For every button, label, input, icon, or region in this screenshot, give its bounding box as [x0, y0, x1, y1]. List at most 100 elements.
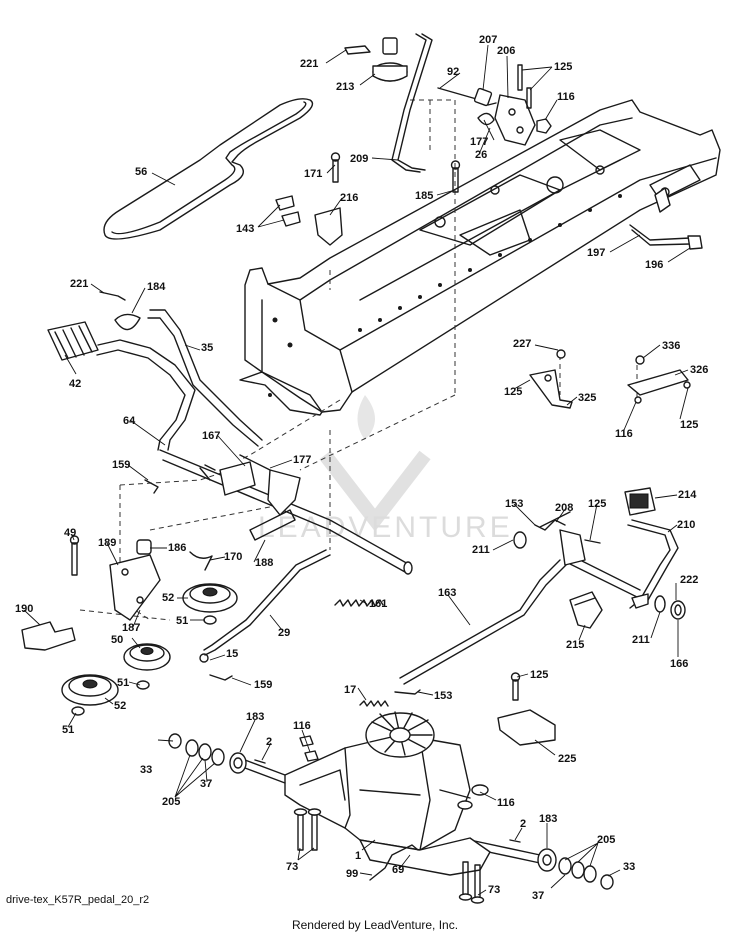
- callout-17: 17: [344, 684, 356, 696]
- callout-51-b: 51: [117, 677, 129, 689]
- idler-pulley-upper: [182, 583, 238, 625]
- callout-116-c: 116: [293, 720, 311, 732]
- callout-213: 213: [336, 81, 354, 93]
- return-spring: [334, 599, 384, 607]
- callout-225: 225: [558, 753, 576, 765]
- callout-183: 183: [246, 711, 264, 723]
- callout-29: 29: [278, 627, 290, 639]
- pedal-block: [569, 591, 603, 629]
- callout-2-b: 2: [520, 818, 526, 830]
- callout-15: 15: [226, 648, 238, 660]
- callout-51-c: 51: [62, 724, 74, 736]
- callout-125-e: 125: [530, 669, 548, 681]
- callout-37: 37: [200, 778, 212, 790]
- bracket-plate: [494, 94, 536, 146]
- callout-116-b: 116: [615, 428, 633, 440]
- callout-163: 163: [438, 587, 456, 599]
- brake-rod: [204, 554, 331, 656]
- callout-153: 153: [505, 498, 523, 510]
- callout-205-b: 205: [597, 834, 615, 846]
- callout-189: 189: [98, 537, 116, 549]
- shift-shaft: [159, 449, 411, 566]
- callout-177: 177: [470, 136, 488, 148]
- idler-pulley-middle: [123, 643, 171, 690]
- lever-rod: [397, 33, 433, 171]
- callout-211-b: 211: [632, 634, 650, 646]
- callout-159: 159: [112, 459, 130, 471]
- callout-196: 196: [645, 259, 663, 271]
- callout-216: 216: [340, 192, 358, 204]
- pedal-pad: [624, 487, 656, 516]
- callout-209: 209: [350, 153, 368, 165]
- callout-161: 161: [369, 598, 387, 610]
- render-credit: Rendered by LeadVenture, Inc.: [291, 918, 459, 932]
- callout-222: 222: [680, 574, 698, 586]
- belt-shield: [21, 621, 76, 651]
- callout-210: 210: [677, 519, 695, 531]
- watermark-text: LEADVENTURE: [258, 511, 513, 544]
- callout-33-b: 33: [623, 861, 635, 873]
- callout-207: 207: [479, 34, 497, 46]
- callout-1: 1: [355, 850, 361, 862]
- leader-lines: [23, 44, 691, 896]
- callout-52: 52: [162, 592, 174, 604]
- callout-221-b: 221: [70, 278, 88, 290]
- callout-215: 215: [566, 639, 584, 651]
- callout-170: 170: [224, 551, 242, 563]
- frame-assembly: [239, 99, 721, 416]
- callout-42: 42: [69, 378, 81, 390]
- callout-159-b: 159: [254, 679, 272, 691]
- callout-125-d: 125: [588, 498, 606, 510]
- callout-190: 190: [15, 603, 33, 615]
- callout-336: 336: [662, 340, 680, 352]
- callout-33: 33: [140, 764, 152, 776]
- callout-184: 184: [147, 281, 166, 293]
- callout-50: 50: [111, 634, 123, 646]
- callout-211: 211: [472, 544, 490, 556]
- callout-206: 206: [497, 45, 515, 57]
- callout-125-c: 125: [680, 419, 698, 431]
- callout-116-d: 116: [497, 797, 515, 809]
- lever-grip: [47, 321, 196, 451]
- callout-64: 64: [123, 415, 136, 427]
- lower-bracket: [497, 709, 556, 746]
- callout-183-b: 183: [539, 813, 557, 825]
- callout-186: 186: [168, 542, 186, 554]
- callout-167: 167: [202, 430, 220, 442]
- callout-125-b: 125: [504, 386, 522, 398]
- callout-221: 221: [300, 58, 318, 70]
- callout-35: 35: [201, 342, 213, 354]
- callout-205: 205: [162, 796, 180, 808]
- callout-197: 197: [587, 247, 605, 259]
- callout-227: 227: [513, 338, 531, 350]
- callout-125: 125: [554, 61, 572, 73]
- callout-116: 116: [557, 91, 575, 103]
- callout-92: 92: [447, 66, 459, 78]
- callout-26: 26: [475, 149, 487, 161]
- callout-185: 185: [415, 190, 433, 202]
- callout-188: 188: [255, 557, 273, 569]
- callout-2: 2: [266, 736, 272, 748]
- lever-knob: [372, 37, 408, 82]
- callout-49: 49: [64, 527, 76, 539]
- drive-belt: [103, 98, 314, 240]
- clip-part: [344, 45, 371, 55]
- callout-labels: 221 213 207 206 125 92 116 177 26 56 209…: [15, 34, 708, 902]
- callout-187: 187: [122, 622, 140, 634]
- mount-bracket: [314, 207, 343, 246]
- callout-99: 99: [346, 868, 358, 880]
- callout-177-b: 177: [293, 454, 311, 466]
- callout-56: 56: [135, 166, 147, 178]
- callout-69: 69: [392, 864, 404, 876]
- callout-153-b: 153: [434, 690, 452, 702]
- diagram-code: drive-tex_K57R_pedal_20_r2: [6, 894, 150, 906]
- idler-pulley-lower: [61, 674, 119, 716]
- callout-214: 214: [678, 489, 697, 501]
- callout-51: 51: [176, 615, 188, 627]
- callout-325: 325: [578, 392, 596, 404]
- transaxle: [244, 711, 541, 876]
- callout-37-b: 37: [532, 890, 544, 902]
- callout-326: 326: [690, 364, 708, 376]
- callout-52-b: 52: [114, 700, 126, 712]
